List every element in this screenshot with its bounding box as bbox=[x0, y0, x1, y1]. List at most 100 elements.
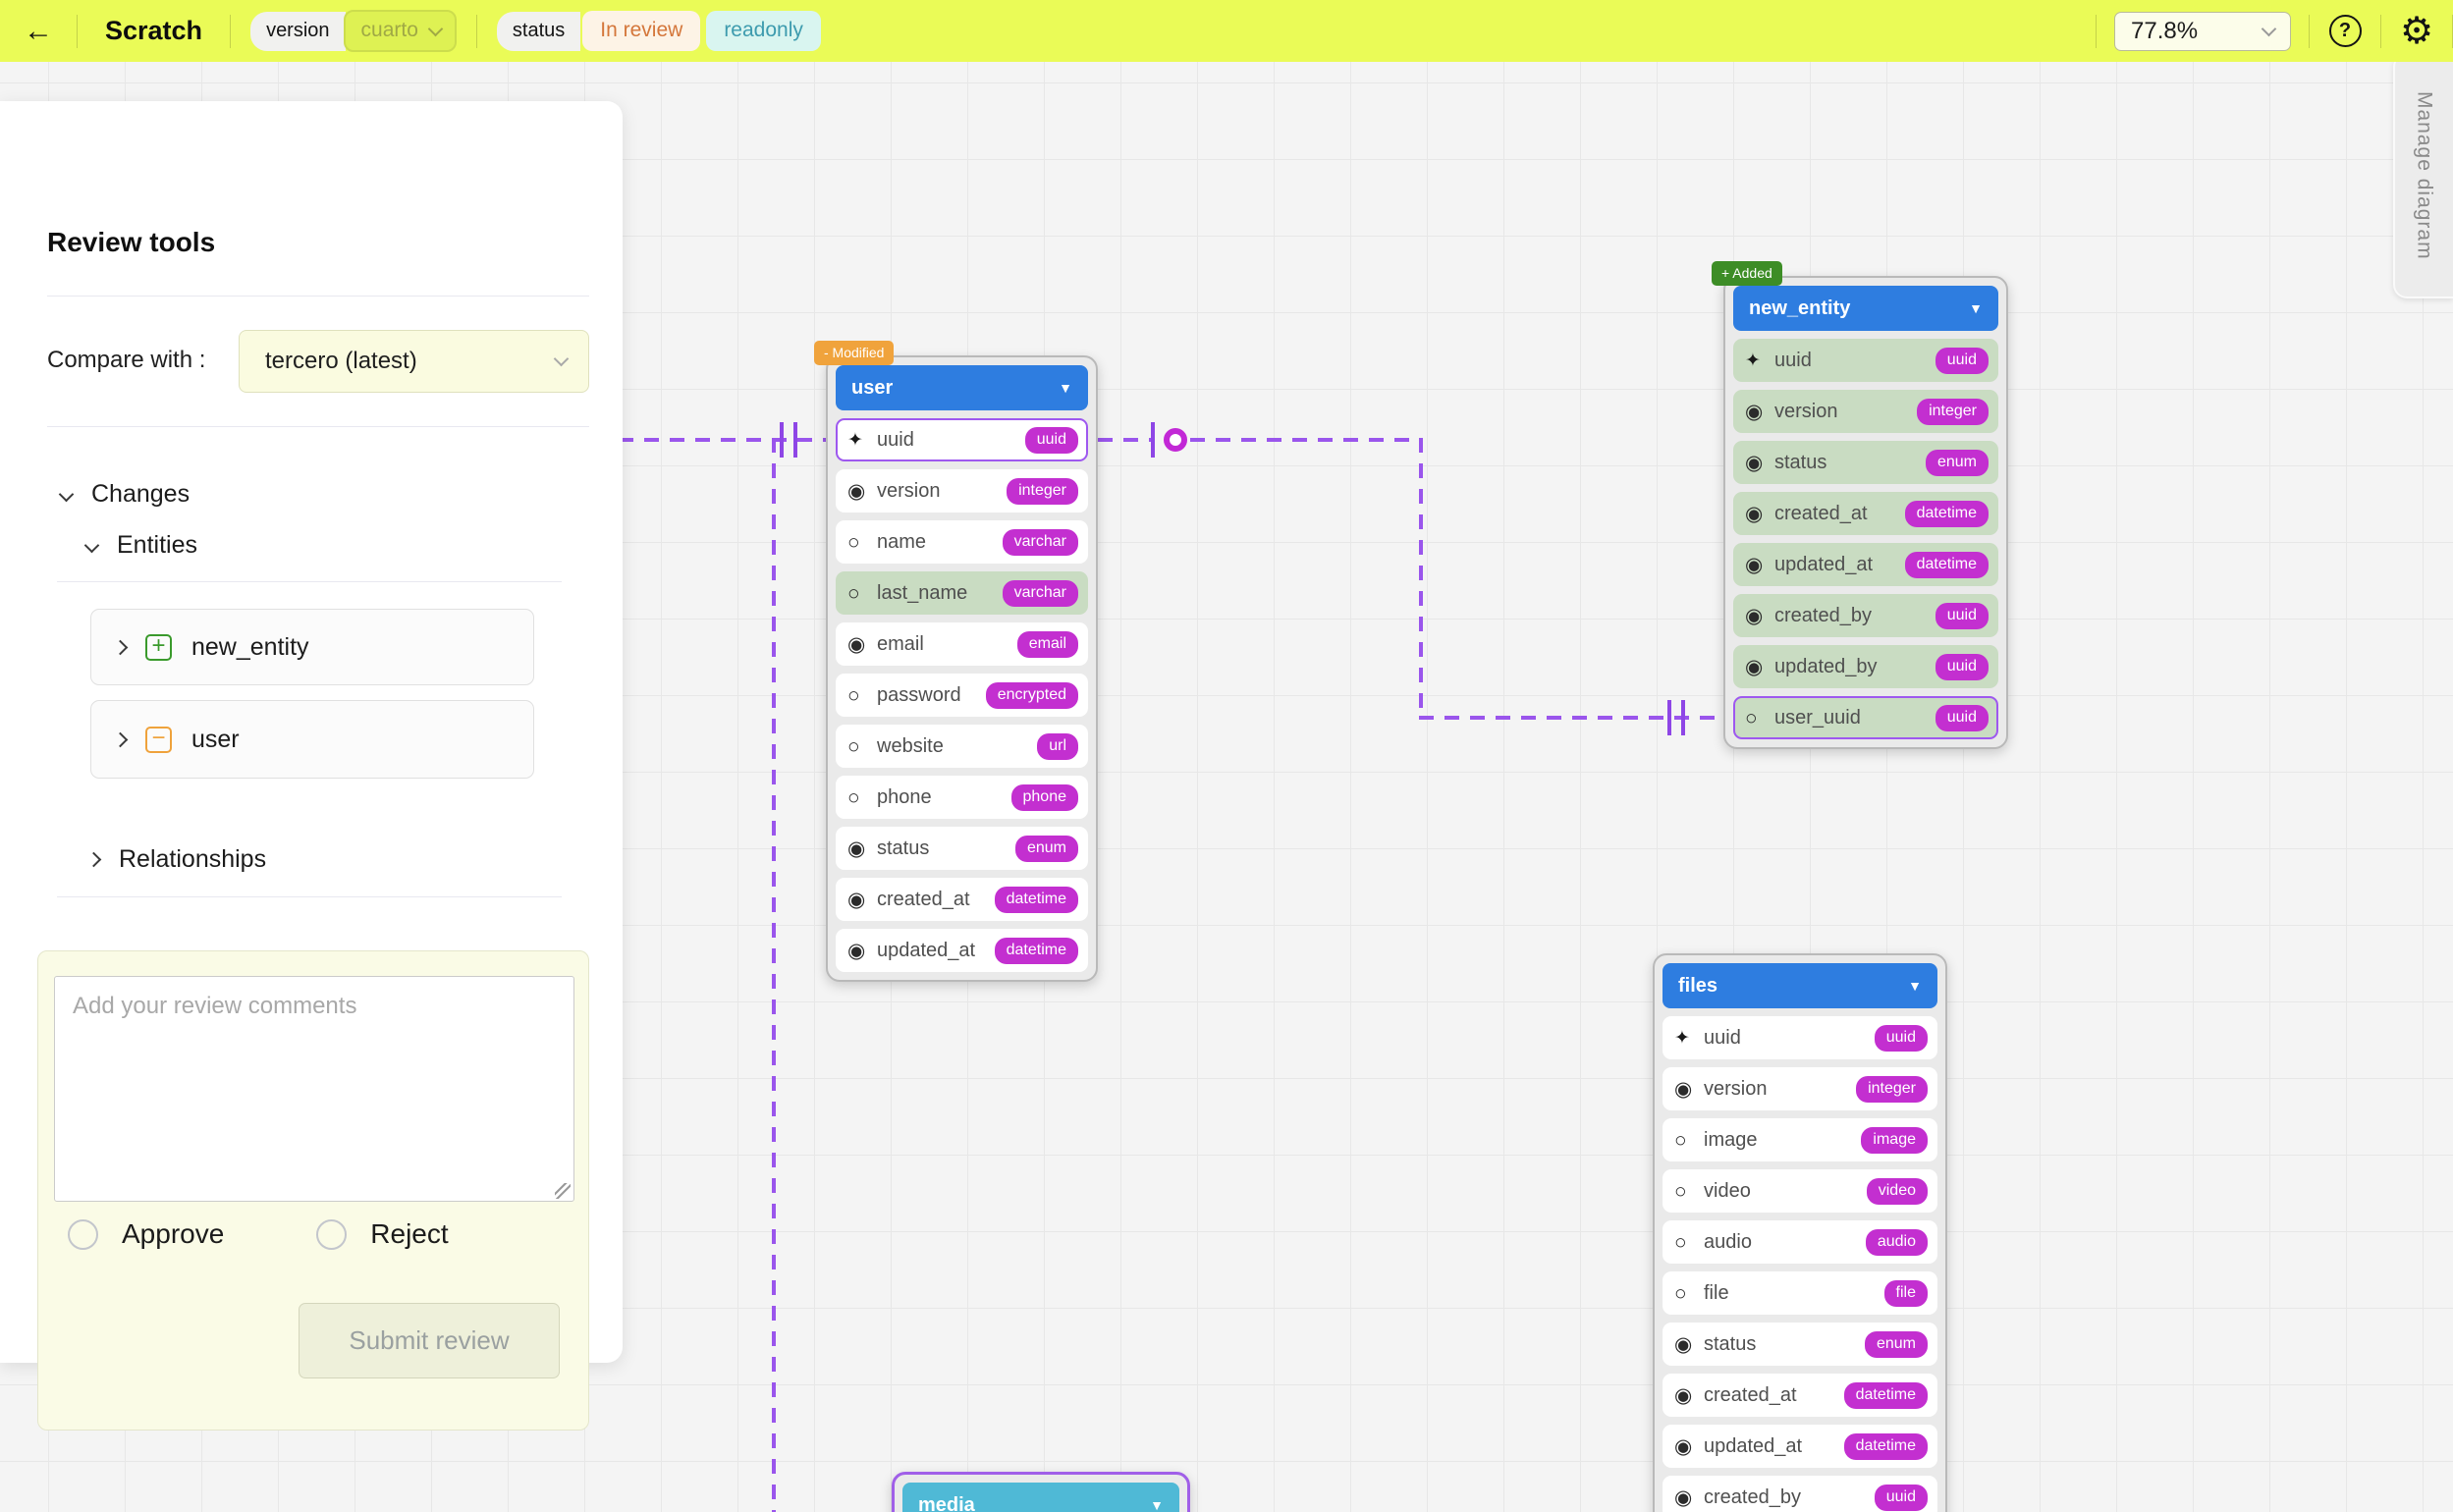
approve-radio[interactable] bbox=[68, 1218, 98, 1250]
zoom-dropdown[interactable]: 77.8% bbox=[2114, 11, 2291, 51]
panel-title: Review tools bbox=[47, 227, 216, 257]
primary-key-icon: ✦ bbox=[847, 429, 863, 451]
divider bbox=[57, 581, 562, 582]
chevron-down-icon bbox=[553, 351, 570, 367]
divider bbox=[2096, 14, 2097, 48]
required-field-icon: ◉ bbox=[847, 479, 866, 503]
nullable-field-icon: ○ bbox=[847, 785, 860, 809]
collapse-icon[interactable]: ▼ bbox=[1908, 978, 1922, 994]
chevron-right-icon bbox=[85, 851, 102, 868]
status-group: status In review readonly bbox=[496, 11, 821, 51]
resize-grip-icon[interactable] bbox=[555, 1183, 571, 1199]
manage-diagram-tab[interactable]: Manage diagram bbox=[2393, 53, 2453, 298]
field-name: created_by bbox=[1704, 1485, 1801, 1508]
reject-radio[interactable] bbox=[316, 1218, 348, 1250]
collapse-icon[interactable]: ▼ bbox=[1059, 380, 1072, 396]
type-badge: enum bbox=[1864, 1330, 1928, 1358]
version-selector[interactable]: version cuarto bbox=[250, 10, 457, 52]
entity-change-new-entity[interactable]: new_entity bbox=[90, 609, 534, 685]
type-badge: datetime bbox=[1843, 1432, 1928, 1460]
version-dropdown[interactable]: cuarto bbox=[343, 10, 457, 52]
added-entity-icon bbox=[145, 633, 172, 661]
required-field-icon: ◉ bbox=[1674, 1332, 1693, 1356]
relationships-section-toggle[interactable]: Relationships bbox=[85, 845, 266, 874]
back-arrow-icon[interactable]: ← bbox=[24, 14, 53, 47]
chevron-down-icon bbox=[58, 486, 75, 503]
field-name: uuid bbox=[1704, 1026, 1741, 1049]
collapse-icon[interactable]: ▼ bbox=[1150, 1497, 1164, 1512]
field-row[interactable]: ✦ uuid uuid bbox=[836, 418, 1088, 461]
type-badge: file bbox=[1883, 1279, 1928, 1307]
entities-label: Entities bbox=[117, 531, 197, 559]
cardinality-one-marker bbox=[1667, 700, 1671, 735]
field-name: created_at bbox=[1774, 502, 1868, 524]
type-badge: varchar bbox=[1002, 528, 1078, 556]
status-badge-in-review: In review bbox=[582, 11, 701, 51]
compare-version-select[interactable]: tercero (latest) bbox=[239, 330, 589, 393]
nullable-field-icon: ○ bbox=[1745, 706, 1758, 729]
review-comment-input[interactable] bbox=[54, 976, 574, 1202]
chevron-right-icon bbox=[112, 639, 129, 655]
cardinality-one-marker bbox=[1681, 700, 1685, 735]
table-header[interactable]: user▼ bbox=[836, 365, 1088, 410]
field-name: name bbox=[877, 530, 927, 553]
entity-change-label: new_entity bbox=[191, 632, 309, 661]
required-field-icon: ◉ bbox=[1745, 553, 1764, 576]
change-badge: - Modified bbox=[814, 341, 895, 365]
help-button[interactable]: ? bbox=[2310, 15, 2380, 47]
table-header[interactable]: media▼ bbox=[902, 1483, 1179, 1512]
field-name: file bbox=[1704, 1281, 1729, 1304]
status-badge-readonly: readonly bbox=[706, 11, 821, 51]
top-bar: ← Scratch version cuarto status In revie… bbox=[0, 0, 2453, 62]
required-field-icon: ◉ bbox=[847, 837, 866, 860]
table-header[interactable]: new_entity▼ bbox=[1733, 286, 1998, 331]
help-icon: ? bbox=[2328, 15, 2362, 47]
settings-button[interactable]: ⚙ bbox=[2381, 13, 2452, 50]
version-value: cuarto bbox=[360, 19, 418, 41]
table-header[interactable]: files▼ bbox=[1663, 963, 1937, 1008]
submit-review-button[interactable]: Submit review bbox=[299, 1303, 560, 1378]
field-name: uuid bbox=[877, 428, 914, 451]
version-label: version bbox=[250, 11, 346, 51]
collapse-icon[interactable]: ▼ bbox=[1969, 300, 1983, 316]
type-badge: uuid bbox=[1024, 426, 1078, 454]
cardinality-one-marker bbox=[780, 422, 784, 458]
entities-section-toggle[interactable]: Entities bbox=[83, 531, 197, 560]
changes-section-toggle[interactable]: Changes bbox=[58, 480, 190, 509]
entity-change-user[interactable]: user bbox=[90, 700, 534, 779]
type-badge: datetime bbox=[994, 937, 1078, 964]
cardinality-one-marker bbox=[1151, 422, 1155, 458]
